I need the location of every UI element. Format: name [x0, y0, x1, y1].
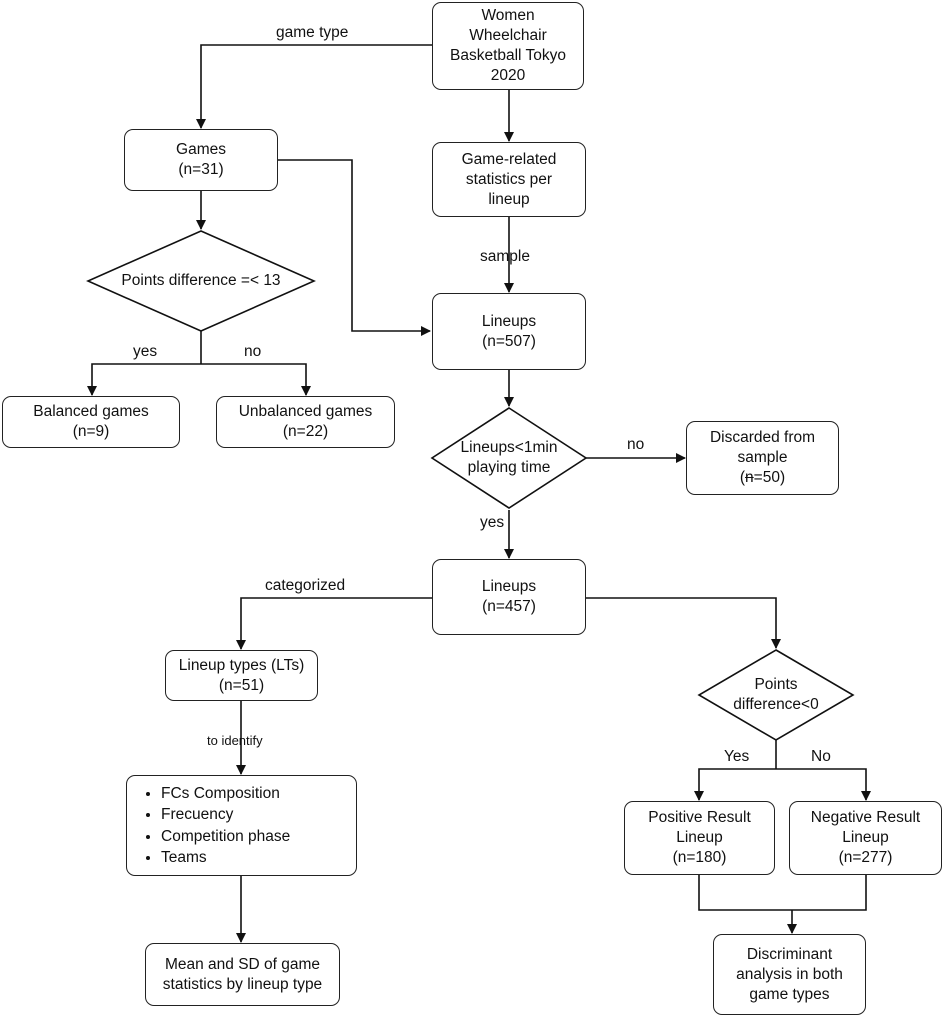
source-box: Women Wheelchair Basketball Tokyo 2020	[432, 2, 584, 90]
positive-line: Lineup	[676, 829, 723, 846]
source-line: Wheelchair	[469, 27, 547, 44]
edge-label-yes: yes	[133, 343, 158, 360]
edge-to-positive	[694, 768, 776, 801]
discarded-box: Discarded from sample (n=50)	[686, 421, 839, 495]
decision-playing-time: Lineups<1min playing time	[432, 436, 586, 480]
decision-result-line: difference<0	[733, 696, 819, 713]
positive-count: (n=180)	[672, 849, 727, 866]
source-line: Women	[481, 7, 535, 24]
lineup-types-box: Lineup types (LTs) (n=51)	[165, 650, 318, 701]
edge-label-Yes: Yes	[724, 748, 750, 765]
discriminant-box: Discriminant analysis in both game types	[713, 934, 866, 1015]
edge-source-to-games	[196, 44, 432, 129]
positive-result-box: Positive Result Lineup (n=180)	[624, 801, 775, 875]
list-item: FCs Composition	[161, 783, 290, 805]
discarded-count-open: (	[739, 469, 746, 486]
mean-sd-box: Mean and SD of game statistics by lineup…	[145, 943, 340, 1006]
positive-line: Positive Result	[648, 809, 751, 826]
edge-results-merge	[698, 875, 867, 911]
edge-kept-to-result	[586, 597, 781, 649]
lineups-all-box: Lineups (n=507)	[432, 293, 586, 370]
discarded-line: sample	[737, 449, 788, 466]
decision-points-difference: Points difference =< 13	[88, 268, 314, 294]
lineup-types-count: (n=51)	[218, 676, 265, 694]
negative-count: (n=277)	[838, 849, 893, 866]
game-stats-line: Game-related	[461, 150, 557, 168]
negative-line: Lineup	[842, 829, 889, 846]
discriminant-line: analysis in both	[736, 965, 843, 983]
discarded-count: (n=50)	[740, 468, 785, 488]
identify-list-box: FCs Composition Frecuency Competition ph…	[126, 775, 357, 876]
edge-label-sample: sample	[480, 248, 530, 265]
mean-sd-line: statistics by lineup type	[162, 975, 323, 993]
balanced-count: (n=9)	[72, 423, 110, 440]
list-item: Frecuency	[161, 804, 290, 826]
identify-list: FCs Composition Frecuency Competition ph…	[127, 783, 290, 869]
lineups-all-count: (n=507)	[482, 332, 536, 350]
discriminant-line: Discriminant	[746, 945, 833, 963]
edge-label-no-discard: no	[627, 436, 645, 453]
lineups-kept-box: Lineups (n=457)	[432, 559, 586, 635]
lineups-kept-label: Lineups	[481, 578, 537, 595]
unbalanced-label: Unbalanced games	[238, 403, 373, 420]
games-box: Games (n=31)	[124, 129, 278, 191]
edge-to-unbalanced	[201, 363, 311, 396]
lineup-types-label: Lineup types (LTs)	[178, 656, 305, 674]
decision-points-difference-text: Points difference =< 13	[121, 272, 281, 289]
edge-label-game-type: game type	[276, 24, 349, 41]
decision-playing-time-line: playing time	[467, 459, 551, 476]
balanced-label: Balanced games	[33, 403, 149, 420]
edge-label-yes-keep: yes	[480, 514, 505, 531]
decision-result-line: Points	[754, 676, 798, 693]
games-count: (n=31)	[178, 161, 224, 178]
edge-label-categorized: categorized	[265, 577, 346, 594]
discarded-count-rest: =50)	[753, 469, 786, 486]
decision-result-shape	[697, 649, 855, 741]
source-line: Basketball Tokyo	[449, 47, 567, 64]
game-stats-line: statistics per	[465, 170, 553, 188]
list-item: Teams	[161, 847, 290, 869]
lineups-all-label: Lineups	[481, 312, 537, 330]
negative-line: Negative Result	[810, 809, 921, 826]
game-stats-line: lineup	[488, 190, 530, 208]
decision-playing-time-shape	[430, 407, 588, 509]
edge-to-negative	[776, 768, 871, 801]
discriminant-line: game types	[749, 985, 830, 1003]
decision-playing-time-line: Lineups<1min	[460, 439, 558, 456]
source-line: 2020	[490, 67, 526, 84]
negative-result-box: Negative Result Lineup (n=277)	[789, 801, 942, 875]
discarded-count-n: n	[745, 469, 754, 486]
unbalanced-count: (n=22)	[282, 423, 329, 440]
edge-label-No: No	[811, 748, 831, 765]
edge-label-to-identify: to identify	[207, 733, 263, 748]
lineups-kept-count: (n=457)	[482, 598, 536, 615]
games-label: Games	[176, 141, 226, 158]
edge-to-balanced	[87, 363, 201, 396]
balanced-games-box: Balanced games (n=9)	[2, 396, 180, 448]
edge-games-to-lineups	[278, 159, 431, 336]
edge-kept-to-types	[236, 597, 432, 650]
list-item: Competition phase	[161, 826, 290, 848]
edge-label-no: no	[244, 343, 262, 360]
decision-result: Points difference<0	[699, 673, 853, 717]
discarded-line: Discarded from	[709, 429, 816, 446]
game-stats-box: Game-related statistics per lineup	[432, 142, 586, 217]
unbalanced-games-box: Unbalanced games (n=22)	[216, 396, 395, 448]
mean-sd-line: Mean and SD of game	[164, 955, 321, 973]
decision-points-difference-shape	[86, 230, 316, 332]
